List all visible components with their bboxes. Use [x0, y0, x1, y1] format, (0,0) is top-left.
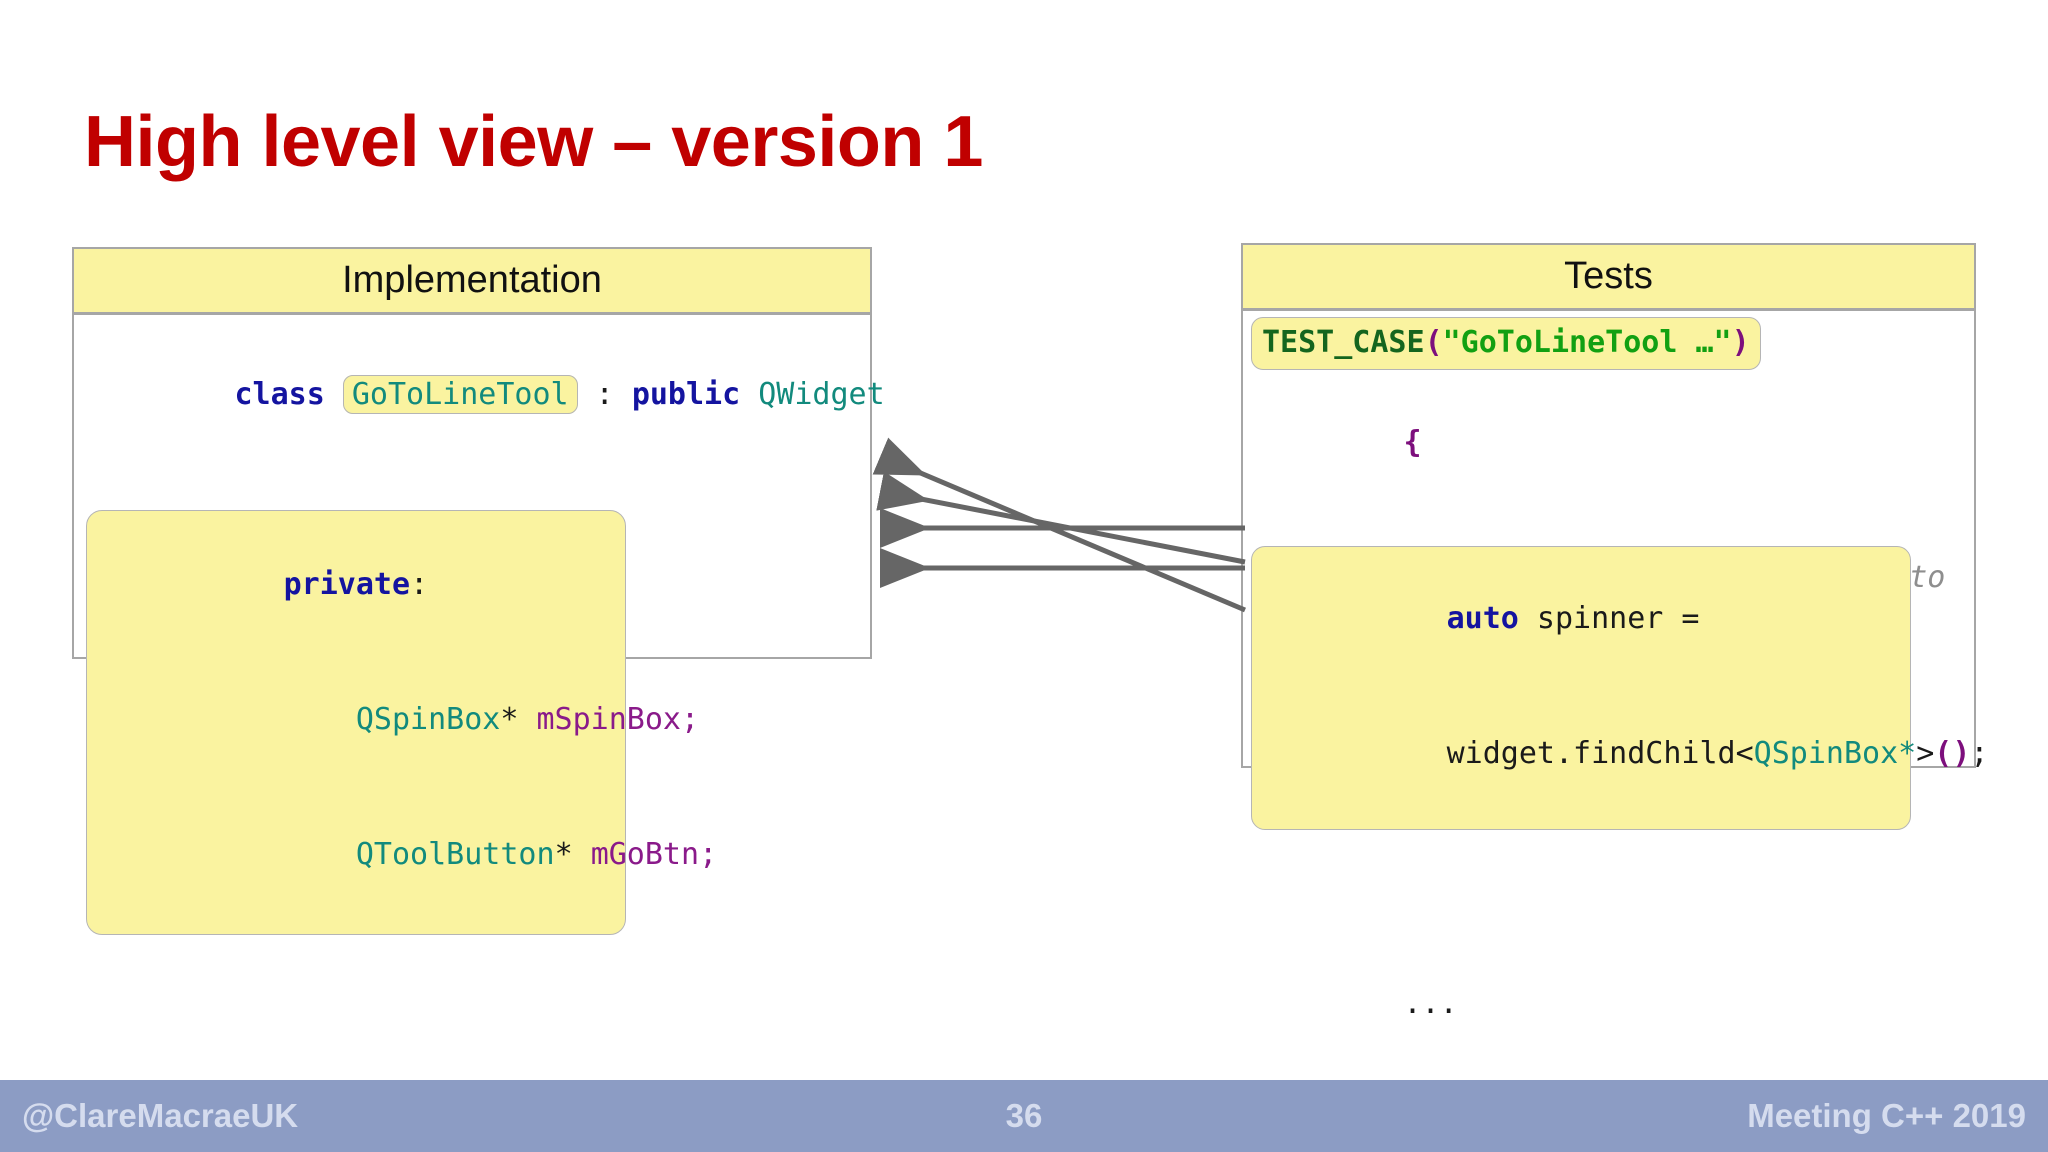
footer-event-name: Meeting C++ 2019: [1747, 1097, 2026, 1134]
private-colon: :: [410, 567, 429, 602]
pointer-star-gobtn: *: [554, 837, 591, 872]
keyword-auto: auto: [1446, 601, 1519, 636]
macro-test-case: TEST_CASE: [1262, 325, 1425, 360]
test-ellipsis-dots: ...: [1403, 986, 1458, 1021]
code-line-auto-spinner: auto spinner =: [1262, 551, 1900, 686]
test-case-rparen: ): [1731, 325, 1750, 360]
test-open-brace: {: [1403, 425, 1422, 460]
implementation-panel: Implementation class GoToLineTool : publ…: [72, 247, 885, 935]
type-qspinbox: QSpinBox: [355, 702, 501, 737]
keyword-class: class: [234, 377, 325, 412]
footer-handle: @ClareMacraeUK: [22, 1097, 299, 1134]
code-line-private: private:: [99, 517, 613, 652]
implementation-code-body: class GoToLineTool : public QWidget { ..…: [74, 315, 885, 935]
keyword-private: private: [283, 567, 411, 602]
keyword-public: public: [631, 377, 741, 412]
findchild-semicolon: ;: [1970, 736, 1989, 771]
widget-findchild-prefix: widget.findChild<: [1446, 736, 1754, 771]
code-line-class-decl: class GoToLineTool : public QWidget: [74, 327, 885, 462]
tests-panel: Tests TEST_CASE("GoToLineTool …") { // P…: [1241, 243, 1988, 1021]
code-line-mspinbox: QSpinBox* mSpinBox;: [99, 652, 699, 787]
member-mgobtn: mGoBtn: [590, 837, 700, 872]
slide-footer: @ClareMacraeUK 36 Meeting C++ 2019: [0, 1080, 2048, 1152]
highlight-gotolinetool: GoToLineTool: [342, 375, 578, 414]
findchild-highlight-block: auto spinner = widget.findChild<QSpinBox…: [1251, 546, 1989, 830]
implementation-panel-header: Implementation: [74, 249, 870, 315]
pointer-star-spinbox: *: [500, 702, 537, 737]
type-qtoolbutton: QToolButton: [355, 837, 555, 872]
private-members-highlight-block: private: QSpinBox* mSpinBox; QToolButton…: [86, 510, 717, 935]
test-case-highlight-block: TEST_CASE("GoToLineTool …"): [1251, 317, 1761, 370]
type-qwidget: QWidget: [758, 377, 885, 412]
semicolon-spinbox: ;: [681, 702, 700, 737]
test-case-name-string: "GoToLineTool …": [1442, 325, 1732, 360]
colon-separator: :: [577, 377, 632, 412]
footer-page-number: 36: [1005, 1097, 1043, 1134]
code-line-mgobtn: QToolButton* mGoBtn;: [99, 787, 717, 922]
code-line-test-open-brace: {: [1243, 375, 1974, 510]
code-line-findchild: widget.findChild<QSpinBox*>();: [1262, 686, 1989, 821]
spinner-assignment: spinner =: [1518, 601, 1700, 636]
code-line-test-ellipsis: ...: [1243, 936, 1974, 1071]
tests-panel-header: Tests: [1243, 245, 1974, 311]
template-close-angle: >: [1916, 736, 1935, 771]
semicolon-gobtn: ;: [699, 837, 718, 872]
arrow-1: [872, 437, 1246, 613]
member-mspinbox: mSpinBox: [536, 702, 682, 737]
test-case-lparen: (: [1424, 325, 1443, 360]
findchild-call-parens: (): [1934, 736, 1971, 771]
tests-code-body: TEST_CASE("GoToLineTool …") { // Peek in…: [1243, 311, 1989, 1152]
page-title: High level view – version 1: [84, 102, 983, 182]
arrow-2: [876, 471, 1246, 565]
type-qspinbox-pointer: QSpinBox*: [1753, 736, 1917, 771]
